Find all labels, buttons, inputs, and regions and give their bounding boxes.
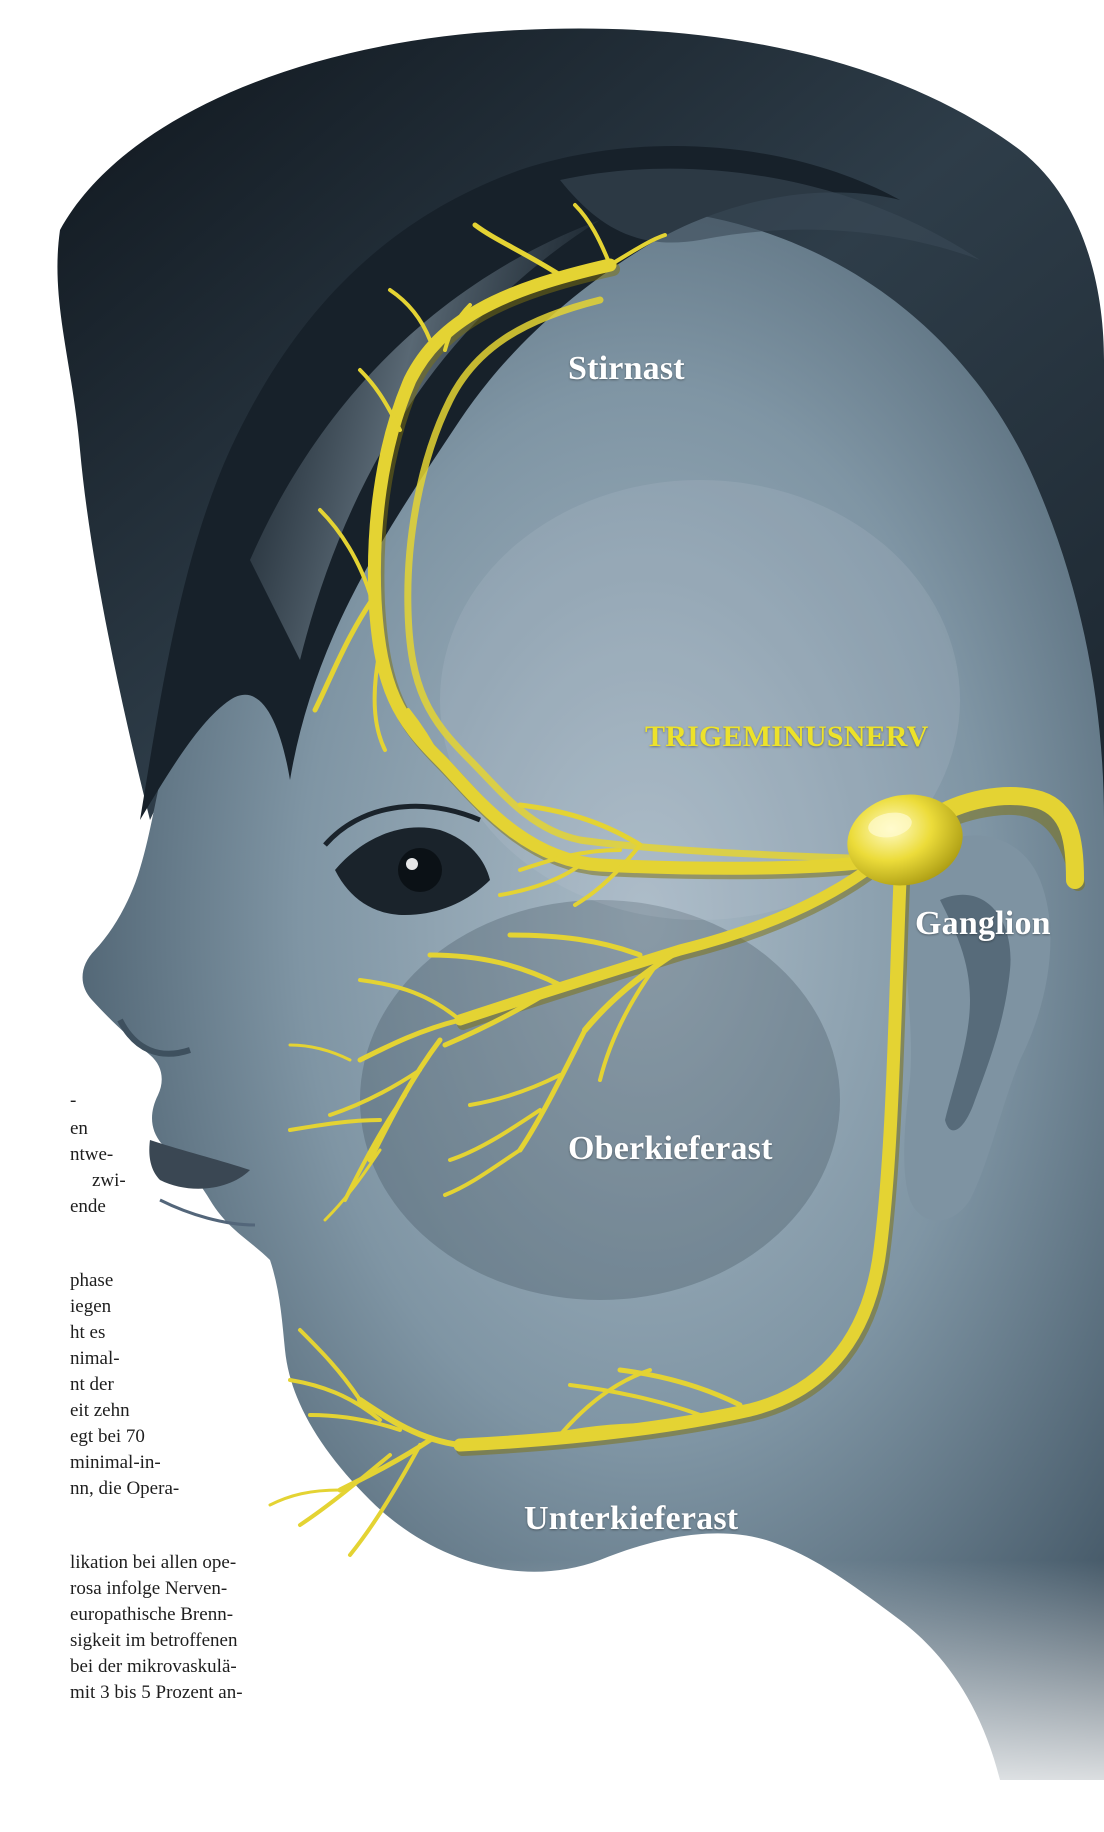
label-trigeminusnerv: TRIGEMINUSNERV [645, 720, 928, 754]
label-stirnast: Stirnast [568, 350, 685, 388]
label-unterkieferast: Unterkieferast [524, 1500, 738, 1538]
label-ganglion: Ganglion [915, 905, 1051, 943]
label-oberkieferast: Oberkieferast [568, 1130, 773, 1168]
